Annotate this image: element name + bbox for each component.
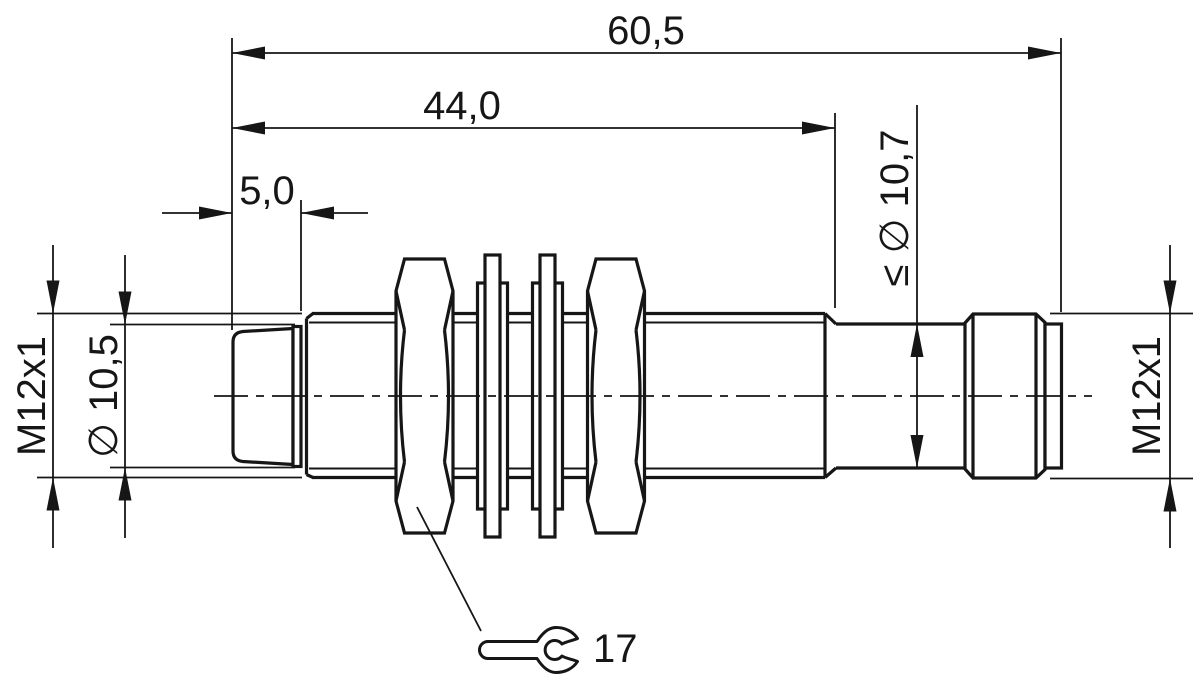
arrowhead-left: [232, 121, 265, 135]
arrowhead-down: [1163, 280, 1177, 314]
dimension-label-head-diameter: ∅ 10,5: [82, 334, 126, 458]
dimension-label-head-length: 5,0: [239, 169, 295, 213]
dimensions: 60,5 44,0 5,0: [10, 9, 1193, 548]
hex-nut-2-facet-lines: [585, 290, 647, 502]
dimension-label-overall-length: 60,5: [607, 9, 685, 53]
dimension-thread-length: 44,0: [232, 84, 836, 308]
arrowhead-up: [46, 477, 60, 511]
thread-start-chamfer-top: [305, 312, 314, 320]
dimension-label-thread-length: 44,0: [423, 84, 501, 128]
mounting-hardware: [394, 253, 647, 539]
dimension-thread-right: M12x1: [1050, 245, 1193, 548]
arrowhead-down: [118, 291, 132, 325]
arrowhead-left: [232, 46, 265, 60]
thread-end-chamfer-top: [823, 312, 838, 326]
dimension-overall-length: 60,5: [231, 9, 1062, 330]
arrowhead-left: [199, 206, 232, 220]
arrowhead-up: [1163, 478, 1177, 512]
dimension-head-length: 5,0: [162, 169, 368, 311]
dimension-head-diameter: ∅ 10,5: [82, 255, 295, 538]
arrowhead-down: [910, 435, 924, 468]
hex-nut-2: [585, 257, 647, 535]
wrench-size-label: 17: [593, 627, 638, 671]
hex-nut-2-silhouette: [585, 257, 647, 535]
thread-start-chamfer-bottom: [305, 473, 314, 479]
arrowhead-right: [1028, 46, 1061, 60]
dimension-label-thread-left: M12x1: [10, 336, 54, 456]
dimension-label-thread-right: M12x1: [1125, 336, 1169, 456]
hex-nut-1: [394, 257, 455, 535]
arrowhead-up: [910, 324, 924, 357]
wrench-callout: 17: [416, 506, 638, 674]
dimension-max-diameter: ≤ ∅ 10,7: [873, 105, 924, 468]
leader-line: [416, 506, 482, 632]
arrowhead-down: [46, 280, 60, 314]
arrowhead-right: [301, 206, 334, 220]
lock-washer-1: [475, 253, 510, 539]
dimension-label-max-diameter: ≤ ∅ 10,7: [873, 130, 917, 287]
wrench-icon: [478, 626, 579, 674]
arrowhead-right: [802, 121, 835, 135]
thread-end-chamfer-bottom: [823, 466, 838, 479]
hex-nut-1-silhouette: [394, 257, 455, 535]
arrowhead-up: [118, 467, 132, 501]
dimension-thread-left: M12x1: [10, 245, 302, 548]
hex-nut-1-facet-lines: [394, 290, 455, 502]
